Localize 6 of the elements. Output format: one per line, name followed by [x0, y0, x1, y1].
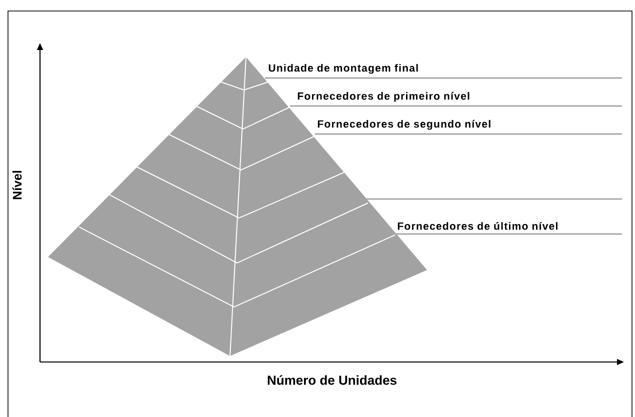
tier-label: Fornecedores de primeiro nível: [298, 92, 470, 102]
tier-label: Fornecedores de último nível: [398, 222, 558, 230]
tier-label: Fornecedores de segundo nível: [318, 120, 490, 130]
tier-label: Unidade de montagem final: [268, 64, 418, 74]
axis-label: Nível: [12, 170, 22, 200]
axis-label: Número de Unidades: [268, 375, 396, 385]
